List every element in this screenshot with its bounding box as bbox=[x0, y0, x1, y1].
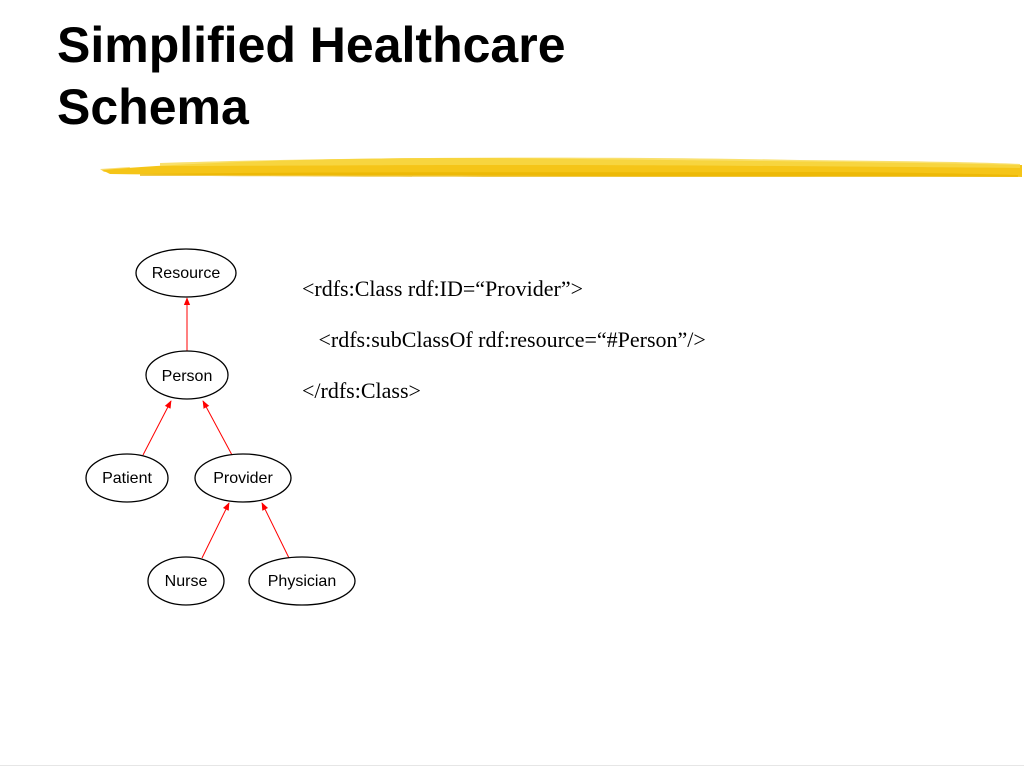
slide-title-line-1: Simplified Healthcare bbox=[57, 17, 566, 73]
edge-patient-to-person bbox=[142, 400, 172, 456]
node-person-label: Person bbox=[162, 368, 213, 385]
node-physician: Physician bbox=[248, 556, 356, 606]
node-person: Person bbox=[145, 350, 229, 400]
edge-nurse-to-provider bbox=[201, 502, 230, 559]
title-underline-brush-stroke bbox=[100, 157, 1022, 177]
node-provider: Provider bbox=[194, 453, 292, 503]
code-line-3: </rdfs:Class> bbox=[302, 378, 421, 403]
node-patient: Patient bbox=[85, 453, 169, 503]
node-nurse-label: Nurse bbox=[165, 573, 208, 590]
node-provider-label: Provider bbox=[213, 470, 273, 487]
node-resource: Resource bbox=[135, 248, 237, 298]
node-nurse: Nurse bbox=[147, 556, 225, 606]
slide-title-line-2: Schema bbox=[57, 79, 249, 135]
node-resource-label: Resource bbox=[152, 265, 221, 282]
rdf-code-block: <rdfs:Class rdf:ID=“Provider”> <rdfs:sub… bbox=[302, 272, 1002, 425]
node-physician-label: Physician bbox=[268, 573, 336, 590]
slide-bottom-divider bbox=[0, 765, 1024, 766]
edge-provider-to-person bbox=[202, 400, 233, 456]
edge-physician-to-provider bbox=[261, 502, 290, 559]
code-line-1: <rdfs:Class rdf:ID=“Provider”> bbox=[302, 276, 583, 301]
code-line-2: <rdfs:subClassOf rdf:resource=“#Person”/… bbox=[302, 327, 706, 352]
schema-diagram: Resource Person Patient Provider Nurse P… bbox=[85, 248, 356, 606]
node-patient-label: Patient bbox=[102, 470, 152, 487]
slide-title: Simplified Healthcare Schema bbox=[57, 14, 957, 138]
